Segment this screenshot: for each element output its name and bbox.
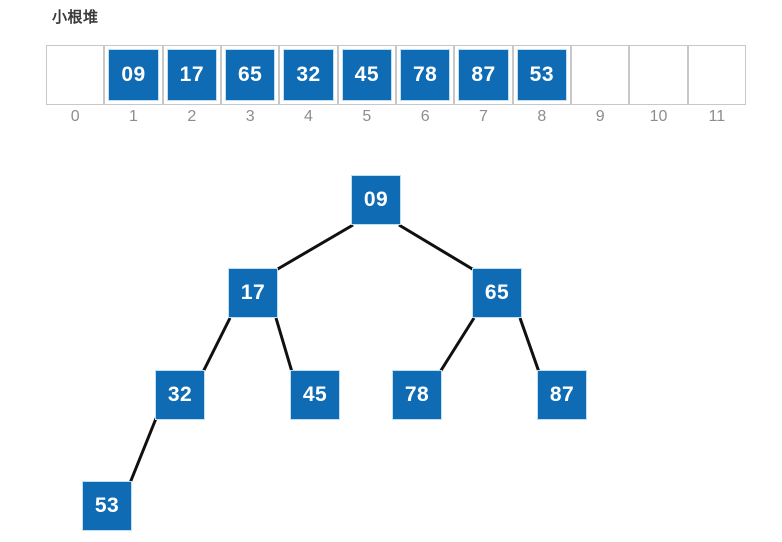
tree-edge-n2-n4 bbox=[201, 317, 232, 373]
array-cell-value: 65 bbox=[237, 63, 263, 86]
array-index-label-9: 9 bbox=[595, 108, 605, 125]
tree-node-09[interactable]: 09 bbox=[351, 175, 401, 225]
array-cell-value: 17 bbox=[179, 63, 204, 86]
tree-node-value: 17 bbox=[240, 281, 266, 304]
tree-edge-n2-n5 bbox=[274, 317, 294, 373]
tree-node-53[interactable]: 53 bbox=[82, 481, 132, 531]
tree-edge-n3-n7 bbox=[518, 317, 541, 373]
array-index-label-6: 6 bbox=[420, 108, 430, 125]
array-cell-fill: 78 bbox=[399, 49, 451, 101]
array-cell-fill: 17 bbox=[166, 49, 217, 101]
array-cell-fill: 32 bbox=[283, 49, 334, 101]
tree-edge-n3-n6 bbox=[438, 317, 476, 373]
array-cell-value: 09 bbox=[121, 63, 146, 86]
array-index-label-5: 5 bbox=[362, 108, 372, 125]
tree-node-78[interactable]: 78 bbox=[392, 370, 442, 420]
array-cell-6[interactable]: 78 bbox=[395, 45, 455, 105]
array-cell-value: 45 bbox=[354, 63, 379, 86]
array-index-label-0: 0 bbox=[70, 108, 80, 125]
heap-array-index-row: 0 1 2 3 4 5 6 7 8 9 10 11 bbox=[46, 108, 746, 132]
array-cell-value: 78 bbox=[412, 63, 438, 86]
tree-node-65[interactable]: 65 bbox=[472, 268, 522, 318]
array-cell-0[interactable] bbox=[46, 45, 105, 105]
tree-edge-n1-n3 bbox=[398, 223, 475, 272]
tree-edge-n4-n8 bbox=[128, 415, 159, 484]
array-cell-fill: 87 bbox=[458, 49, 509, 101]
array-index-label-7: 7 bbox=[479, 108, 488, 125]
array-cell-1[interactable]: 09 bbox=[104, 45, 163, 105]
array-cell-8[interactable]: 53 bbox=[512, 45, 571, 105]
tree-edge-n1-n2 bbox=[275, 223, 354, 272]
tree-node-value: 53 bbox=[94, 494, 120, 517]
array-index-label-4: 4 bbox=[304, 108, 313, 125]
tree-node-17[interactable]: 17 bbox=[228, 268, 278, 318]
array-cell-fill: 45 bbox=[341, 49, 392, 101]
tree-node-value: 45 bbox=[302, 383, 328, 406]
array-index-label-2: 2 bbox=[187, 108, 197, 125]
tree-node-value: 09 bbox=[363, 188, 389, 211]
heap-array: 09 17 65 32 45 78 87 53 bbox=[46, 45, 746, 105]
page-title: 小根堆 bbox=[52, 9, 99, 26]
array-cell-value: 87 bbox=[471, 63, 496, 86]
array-cell-fill: 53 bbox=[516, 49, 567, 101]
array-index-label-3: 3 bbox=[245, 108, 255, 125]
array-index-label-11: 11 bbox=[708, 108, 726, 125]
array-cell-value: 53 bbox=[529, 63, 554, 86]
array-cell-11[interactable] bbox=[687, 45, 746, 105]
array-cell-10[interactable] bbox=[629, 45, 688, 105]
array-cell-4[interactable]: 32 bbox=[279, 45, 338, 105]
tree-node-87[interactable]: 87 bbox=[537, 370, 587, 420]
array-cell-9[interactable] bbox=[570, 45, 630, 105]
tree-node-value: 65 bbox=[484, 281, 510, 304]
array-cell-value: 32 bbox=[296, 63, 321, 86]
array-cell-2[interactable]: 17 bbox=[162, 45, 221, 105]
tree-node-45[interactable]: 45 bbox=[290, 370, 340, 420]
tree-node-32[interactable]: 32 bbox=[155, 370, 205, 420]
array-index-label-1: 1 bbox=[129, 108, 138, 125]
array-cell-3[interactable]: 65 bbox=[220, 45, 280, 105]
array-cell-fill: 09 bbox=[108, 49, 159, 101]
tree-node-value: 32 bbox=[167, 383, 193, 406]
tree-node-value: 78 bbox=[404, 383, 430, 406]
array-cell-7[interactable]: 87 bbox=[454, 45, 513, 105]
array-cell-5[interactable]: 45 bbox=[337, 45, 396, 105]
array-index-label-10: 10 bbox=[649, 108, 668, 125]
array-cell-fill: 65 bbox=[224, 49, 276, 101]
tree-node-value: 87 bbox=[549, 383, 575, 406]
array-index-label-8: 8 bbox=[537, 108, 547, 125]
